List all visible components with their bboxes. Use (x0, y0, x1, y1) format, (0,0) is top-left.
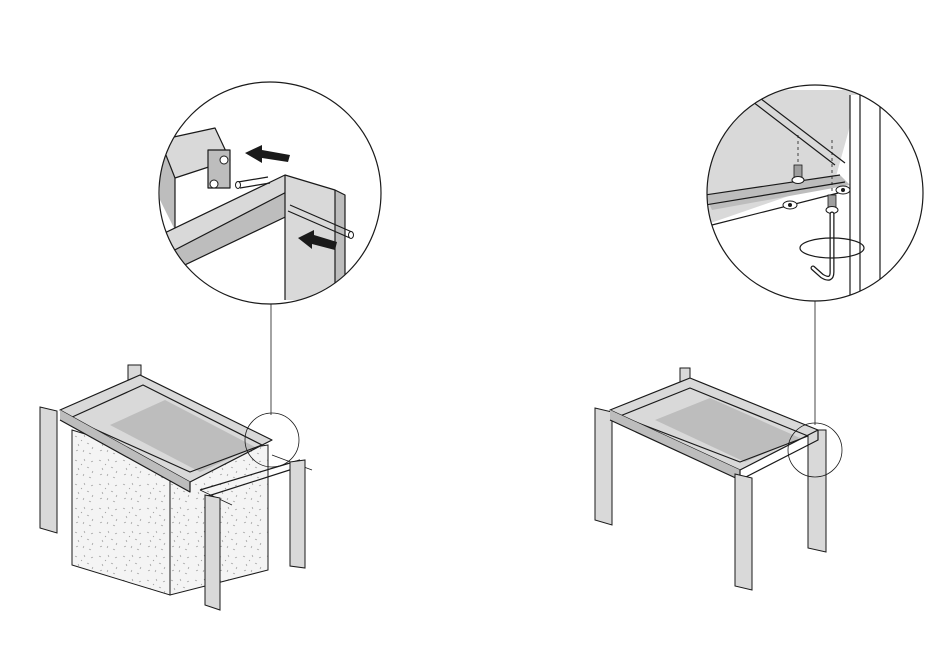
detail-callout-circle (150, 82, 381, 304)
right-panel (595, 85, 923, 590)
assembled-table-illustration (595, 368, 842, 590)
left-panel (40, 82, 381, 610)
